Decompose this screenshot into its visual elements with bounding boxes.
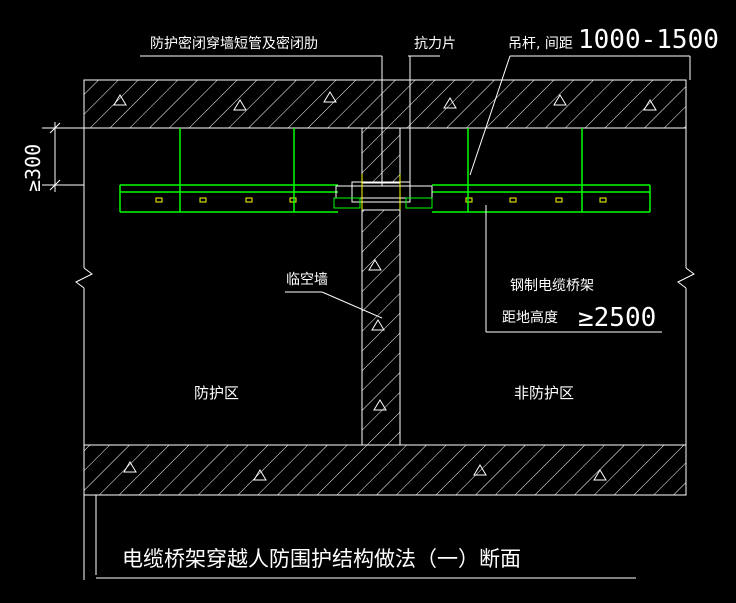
label-left-zone: 防护区 (194, 384, 239, 402)
concrete-marks (113, 91, 657, 481)
label-dim-left: ≥300 (21, 144, 45, 192)
label-right-zone: 非防护区 (514, 384, 574, 402)
label-anti-force: 抗力片 (414, 36, 456, 52)
bottom-slab (83, 444, 687, 496)
leader-lines (140, 55, 691, 333)
drawing-title: 电缆桥架穿越人防围护结构做法（一）断面 (122, 547, 521, 571)
top-slab (83, 79, 687, 129)
label-sleeve: 防护密闭穿墙短管及密闭肋 (150, 35, 318, 52)
label-tray-height: ≥2500 (578, 303, 656, 333)
label-hanger-spacing: 1000-1500 (578, 25, 719, 55)
dimension-left (42, 122, 84, 192)
hangers (179, 128, 583, 212)
tray-slots (155, 197, 607, 203)
label-hanger: 吊杆, 间距 (508, 36, 573, 52)
label-tray-line1: 钢制电缆桥架 (510, 278, 594, 294)
wall-sleeve (333, 174, 433, 210)
label-wall: 临空墙 (286, 272, 328, 288)
label-tray-line2: 距地高度 (502, 309, 558, 326)
partition-wall (361, 127, 401, 446)
room-outlines (75, 127, 695, 580)
